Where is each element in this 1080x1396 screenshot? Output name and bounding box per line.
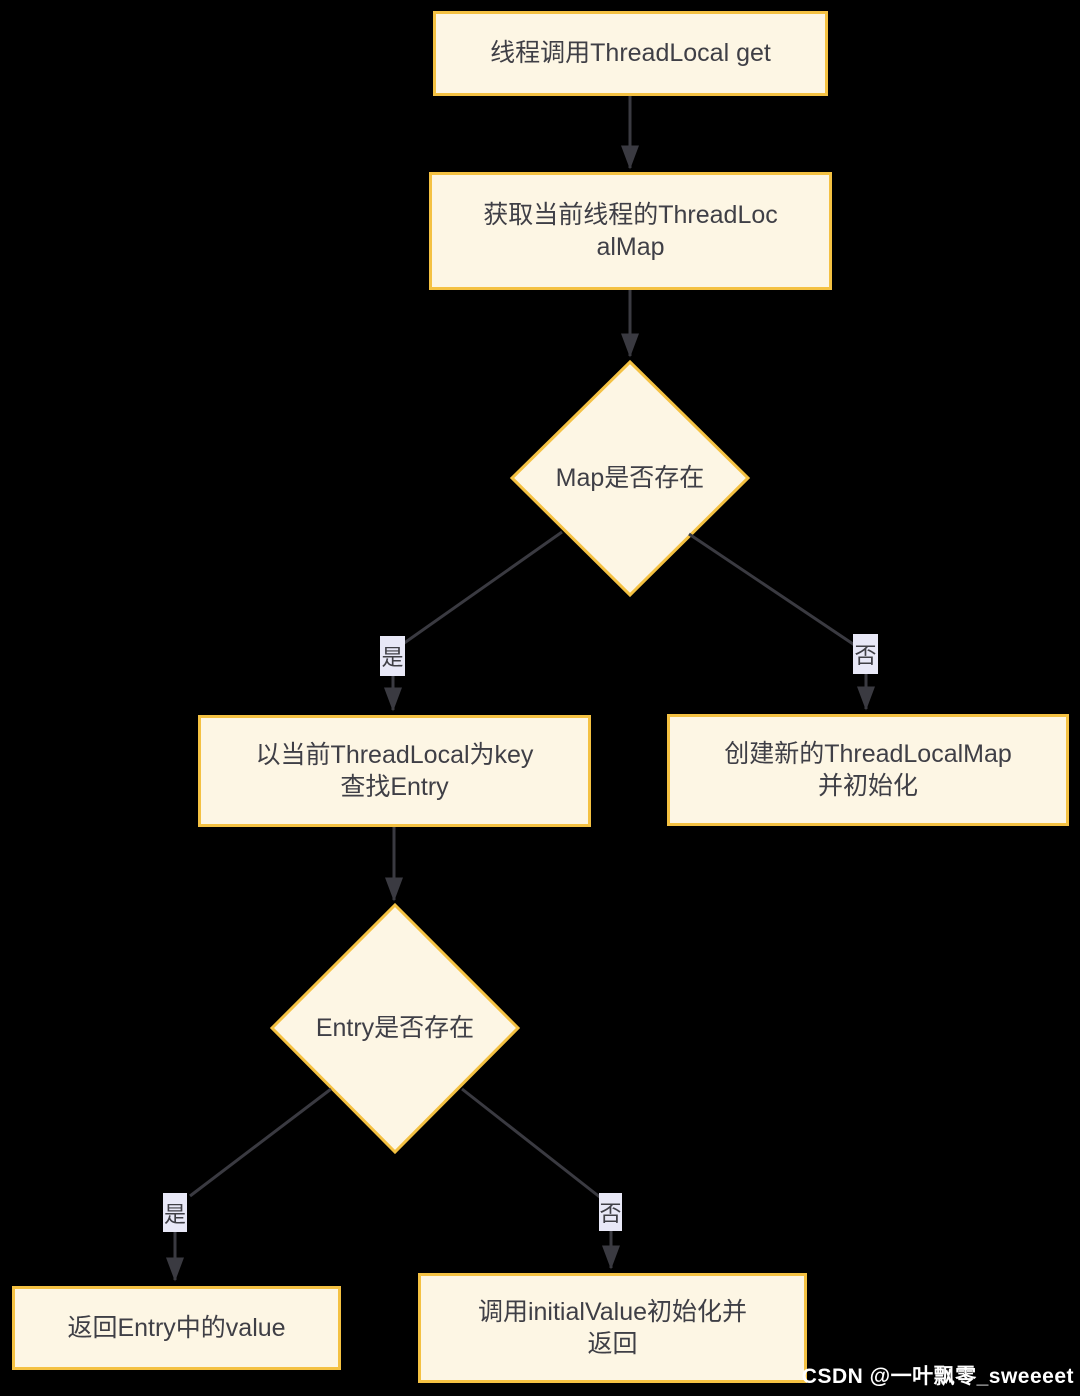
- edge-label-map-yes: 是: [380, 636, 405, 676]
- edge-label-map-yes-text: 是: [381, 645, 404, 670]
- node-create-threadlocalmap: 创建新的ThreadLocalMap 并初始化: [667, 714, 1069, 826]
- edge-label-map-no-text: 否: [854, 643, 877, 668]
- node-start-label: 线程调用ThreadLocal get: [490, 39, 771, 68]
- edge-entryexists-to-no: [461, 1087, 602, 1200]
- decision-entry-exists-shape: [269, 902, 521, 1155]
- node-get-threadlocalmap-label: 获取当前线程的ThreadLoc alMap: [483, 200, 778, 262]
- node-get-threadlocalmap: 获取当前线程的ThreadLoc alMap: [429, 172, 832, 290]
- node-return-value: 返回Entry中的value: [12, 1286, 341, 1370]
- edge-entryexists-to-yes: [189, 1087, 332, 1198]
- node-find-entry: 以当前ThreadLocal为key 查找Entry: [198, 715, 591, 827]
- node-return-value-label: 返回Entry中的value: [67, 1313, 286, 1342]
- edge-label-entry-no: 否: [599, 1193, 622, 1231]
- edge-label-entry-no-text: 否: [599, 1201, 622, 1226]
- edge-mapexists-to-yes: [399, 530, 563, 648]
- edge-label-entry-yes-text: 是: [163, 1201, 186, 1227]
- node-find-entry-label: 以当前ThreadLocal为key 查找Entry: [255, 740, 534, 802]
- edge-mapexists-to-no: [688, 532, 857, 648]
- node-initial-value-label: 调用initialValue初始化并 返回: [477, 1297, 748, 1359]
- node-create-threadlocalmap-label: 创建新的ThreadLocalMap 并初始化: [724, 739, 1012, 801]
- edge-label-entry-yes: 是: [163, 1193, 187, 1232]
- csdn-watermark: CSDN @一叶飘零_sweeeet: [801, 1365, 1074, 1388]
- edge-label-map-no: 否: [853, 634, 878, 674]
- node-initial-value: 调用initialValue初始化并 返回: [418, 1273, 807, 1383]
- node-start: 线程调用ThreadLocal get: [433, 11, 828, 96]
- decision-map-exists-shape: [509, 359, 751, 598]
